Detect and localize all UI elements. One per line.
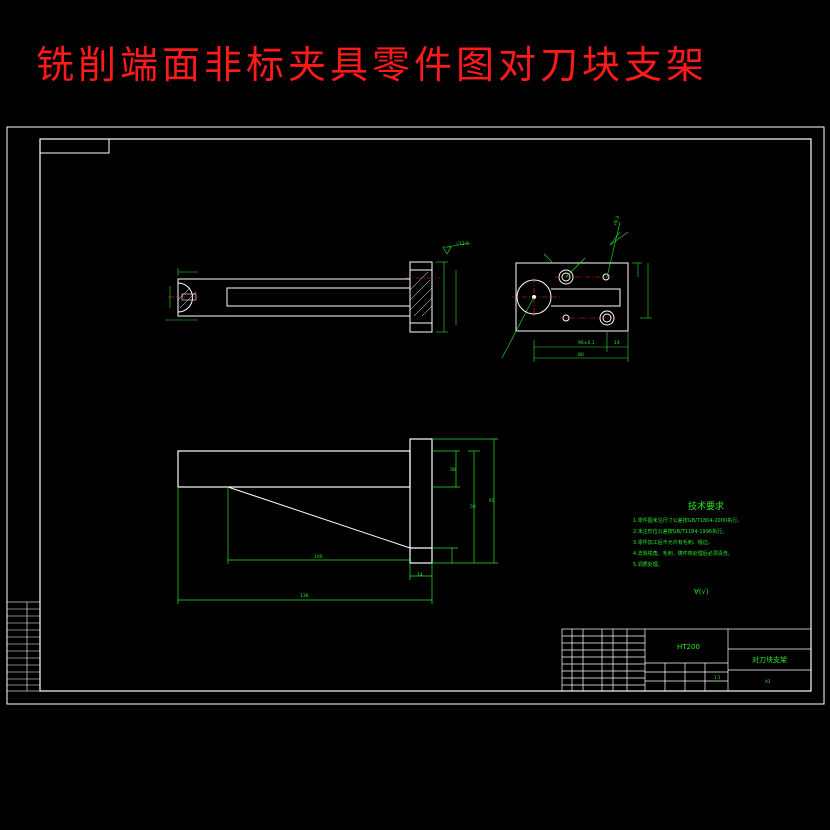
side-view-dimensions [177,438,498,604]
top-view-roughness: √6.3 [612,215,621,227]
title-block-part-name: 对刀块支架 [752,655,787,664]
side-view-arm [177,450,411,488]
inner-frame [39,138,812,692]
tech-requirement-1: 1.零件图未注尺寸公差按GB/T1804-2000执行。 [633,517,742,524]
side-view-dim-c: 65 [489,498,495,504]
front-view-body [177,278,411,317]
front-view [168,261,440,333]
side-revision-block [6,601,41,692]
roughness-symbol: ∀(√) [694,588,709,596]
tech-requirement-2: 2.未注形位公差按GB/T1184-1996执行。 [633,528,727,535]
top-view-dimensions [501,221,652,362]
title-block [561,628,812,692]
tech-requirement-3: 3.零件加工后不允许有毛刺、锐边。 [633,539,713,546]
side-view-dim-total: 136 [300,593,309,599]
title-block-material: HT200 [677,643,700,651]
title-block-sheet: A3 [765,679,771,684]
top-view-dim-right: 14 [614,340,620,346]
tech-requirement-4: 4.去除锐角、毛刺，铸件热处理后必须清洗。 [633,550,733,557]
page-title: 铣削端面非标夹具零件图对刀块支架 [36,43,709,87]
top-view-dim-bottom: 80 [578,352,584,358]
front-view-slot [226,287,411,307]
tech-requirement-5: 5.调质处理。 [633,561,663,568]
corner-tab [40,139,110,154]
side-view [177,438,433,564]
side-view-dim-rib: 100 [314,554,323,560]
outer-border [6,126,825,705]
top-view-dim-center: 96±0.1 [578,340,595,346]
side-view-dim-b: 50 [470,504,476,510]
tech-requirements-heading: 技术要求 [688,500,724,512]
side-view-dim-thick: 14 [417,572,423,578]
title-block-scale: 1:1 [714,675,721,680]
front-view-roughness: √12.5 [456,241,469,247]
side-view-upright [409,438,433,564]
front-view-block [409,261,433,333]
side-view-dim-a: 30 [450,467,456,473]
side-view-rib [227,486,411,549]
front-view-dimensions [165,242,471,333]
